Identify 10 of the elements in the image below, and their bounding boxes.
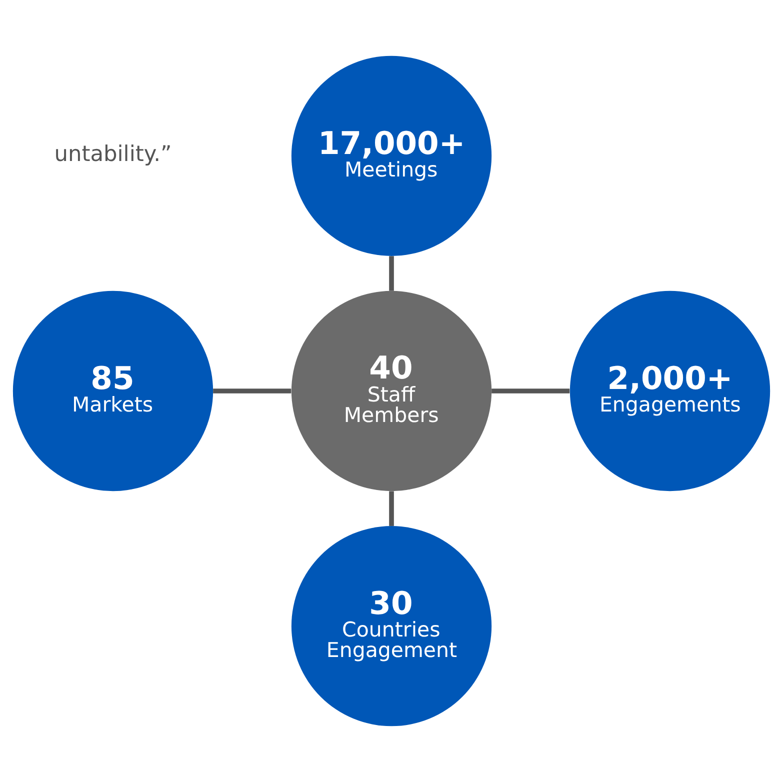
connector bbox=[389, 490, 394, 526]
node-circle: 30 Countries Engagement bbox=[291, 526, 492, 726]
node-circle: 2,000+ Engagements bbox=[570, 290, 770, 491]
node-circle: 17,000+ Meetings bbox=[291, 55, 492, 256]
node-circle: 85 Markets bbox=[12, 290, 214, 491]
connector bbox=[213, 388, 292, 393]
connector bbox=[389, 256, 394, 290]
label: untability.” bbox=[54, 142, 172, 167]
node-circle: 40 Staff Members bbox=[291, 290, 492, 491]
connector bbox=[492, 388, 570, 393]
